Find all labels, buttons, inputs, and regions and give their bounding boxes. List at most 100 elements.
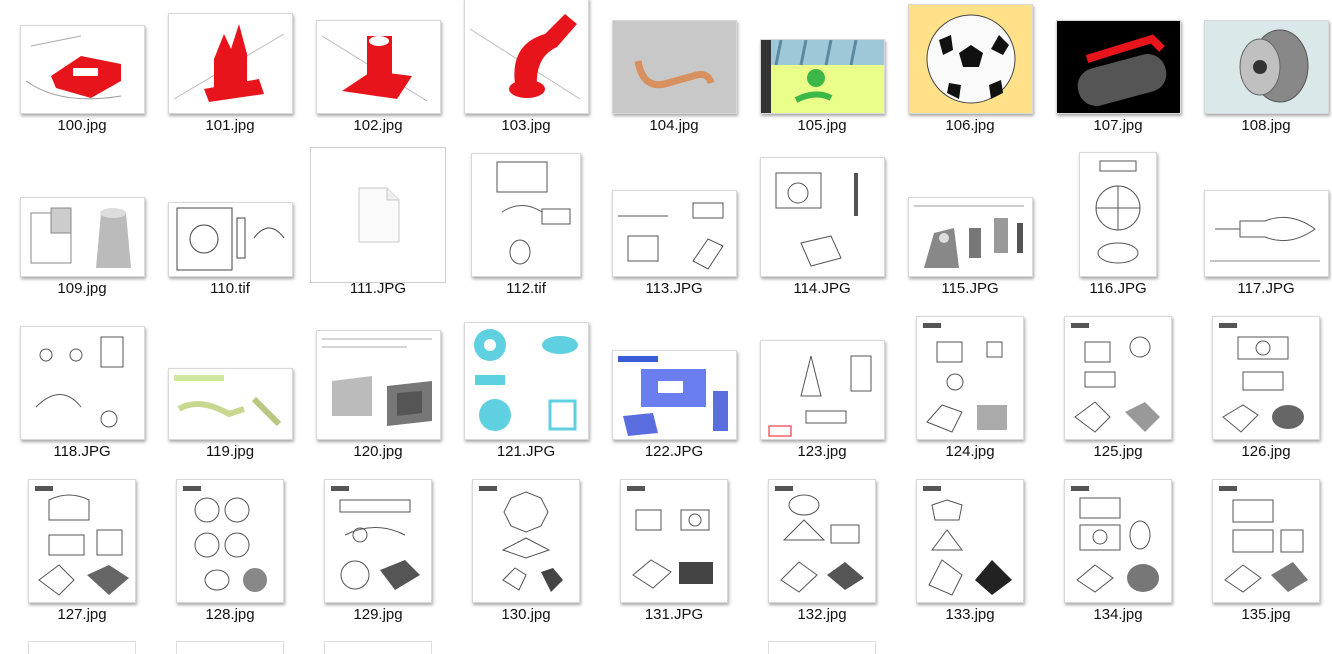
- file-thumbnail: [1212, 479, 1320, 603]
- file-name: 126.jpg: [1241, 443, 1291, 460]
- file-thumbnail: [472, 479, 580, 603]
- file-name: 114.JPG: [793, 280, 851, 297]
- file-name: 108.jpg: [1241, 117, 1291, 134]
- file-name: 134.jpg: [1093, 606, 1143, 623]
- file-item[interactable]: 119.jpg: [156, 326, 304, 486]
- file-name: 135.jpg: [1241, 606, 1291, 623]
- file-item[interactable]: 103.jpg: [452, 0, 600, 160]
- file-item[interactable]: 113.JPG: [600, 163, 748, 323]
- file-name: 116.JPG: [1089, 280, 1147, 297]
- file-item[interactable]: 107.jpg: [1044, 0, 1192, 160]
- file-thumbnail: [611, 190, 737, 277]
- file-name: 120.jpg: [353, 443, 403, 460]
- file-name: 130.jpg: [501, 606, 551, 623]
- file-item[interactable]: 106.jpg: [896, 0, 1044, 160]
- file-thumbnail: [19, 326, 145, 440]
- file-name: 110.tif: [210, 280, 250, 297]
- file-name: 131.JPG: [644, 606, 704, 623]
- file-item[interactable]: 115.JPG: [896, 163, 1044, 323]
- file-thumbnail: [1203, 20, 1329, 114]
- file-name: 112.tif: [506, 280, 546, 297]
- file-name: 106.jpg: [945, 117, 995, 134]
- file-item[interactable]: 125.jpg: [1044, 316, 1192, 486]
- file-name: 111.JPG: [349, 280, 407, 297]
- file-item[interactable]: 116.JPG: [1044, 152, 1192, 323]
- file-item[interactable]: 128.jpg: [156, 479, 304, 649]
- file-item[interactable]: 117.JPG: [1192, 163, 1332, 323]
- file-name: 102.jpg: [353, 117, 403, 134]
- file-name: 115.JPG: [941, 280, 999, 297]
- file-thumbnail-partial[interactable]: [324, 641, 432, 654]
- file-thumbnail-partial[interactable]: [28, 641, 136, 654]
- file-item[interactable]: 134.jpg: [1044, 479, 1192, 649]
- file-item[interactable]: 105.jpg: [748, 0, 896, 160]
- file-thumbnail: [611, 20, 737, 114]
- file-thumbnail: [324, 479, 432, 603]
- file-thumbnail-partial[interactable]: [176, 641, 284, 654]
- file-name: 105.jpg: [797, 117, 847, 134]
- file-name: 118.JPG: [53, 443, 111, 460]
- file-thumbnail-partial[interactable]: [768, 641, 876, 654]
- file-item[interactable]: 114.JPG: [748, 157, 896, 323]
- file-item[interactable]: 133.jpg: [896, 479, 1044, 649]
- file-name: 103.jpg: [501, 117, 551, 134]
- file-name: 107.jpg: [1093, 117, 1143, 134]
- file-thumbnail: [1064, 316, 1172, 440]
- file-thumbnail: [19, 25, 145, 114]
- file-item[interactable]: 109.jpg: [8, 163, 156, 323]
- file-thumbnail: [907, 197, 1033, 277]
- file-name: 104.jpg: [649, 117, 699, 134]
- file-item[interactable]: 127.jpg: [8, 479, 156, 649]
- file-item[interactable]: 118.JPG: [8, 326, 156, 486]
- file-thumbnail: [620, 479, 728, 603]
- file-item[interactable]: 124.jpg: [896, 316, 1044, 486]
- file-item[interactable]: 102.jpg: [304, 0, 452, 160]
- file-thumbnail: [471, 153, 581, 277]
- file-name: 122.JPG: [644, 443, 704, 460]
- file-item[interactable]: 122.JPG: [600, 326, 748, 486]
- file-name: 109.jpg: [57, 280, 107, 297]
- file-thumbnail: [1212, 316, 1320, 440]
- file-item[interactable]: 123.jpg: [748, 326, 896, 486]
- file-thumbnail: [19, 197, 145, 277]
- file-thumbnail: [1203, 190, 1329, 277]
- file-name: 117.JPG: [1237, 280, 1295, 297]
- file-name: 100.jpg: [57, 117, 107, 134]
- file-item[interactable]: 101.jpg: [156, 0, 304, 160]
- file-thumbnail: [1064, 479, 1172, 603]
- file-name: 133.jpg: [945, 606, 995, 623]
- file-thumbnail: [463, 322, 589, 440]
- file-item[interactable]: 112.tif: [452, 153, 600, 323]
- file-thumbnail: [463, 0, 589, 114]
- file-name: 125.jpg: [1093, 443, 1143, 460]
- file-item[interactable]: 126.jpg: [1192, 316, 1332, 486]
- file-item[interactable]: 131.JPG: [600, 479, 748, 649]
- file-item[interactable]: 111.JPG: [304, 147, 452, 323]
- file-thumbnail: [916, 479, 1024, 603]
- file-thumbnail: [759, 39, 885, 114]
- file-thumbnail: [768, 479, 876, 603]
- file-thumbnail: [315, 330, 441, 440]
- file-name: 128.jpg: [205, 606, 255, 623]
- file-item[interactable]: 108.jpg: [1192, 0, 1332, 160]
- file-item[interactable]: 110.tif: [156, 163, 304, 323]
- file-item[interactable]: 100.jpg: [8, 0, 156, 160]
- file-thumbnail: [759, 340, 885, 440]
- file-item[interactable]: 132.jpg: [748, 479, 896, 649]
- file-item[interactable]: 120.jpg: [304, 326, 452, 486]
- file-item[interactable]: 135.jpg: [1192, 479, 1332, 649]
- file-thumbnail: [167, 368, 293, 440]
- file-thumbnail: [1079, 152, 1157, 277]
- file-thumbnail: [759, 157, 885, 277]
- file-thumbnail: [916, 316, 1024, 440]
- file-item[interactable]: 130.jpg: [452, 479, 600, 649]
- file-item[interactable]: 129.jpg: [304, 479, 452, 649]
- file-thumbnail: [1055, 20, 1181, 114]
- file-item[interactable]: 104.jpg: [600, 0, 748, 160]
- file-thumbnail: [176, 479, 284, 603]
- file-thumbnail: [907, 4, 1033, 114]
- file-thumbnail: [167, 202, 293, 277]
- file-item[interactable]: 121.JPG: [452, 322, 600, 486]
- file-name: 127.jpg: [57, 606, 107, 623]
- file-name: 101.jpg: [205, 117, 255, 134]
